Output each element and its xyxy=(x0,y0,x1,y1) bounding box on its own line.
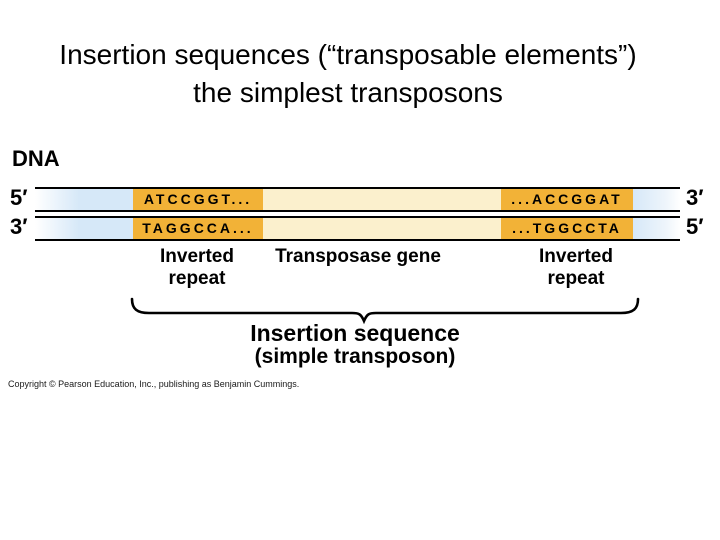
slide-title: Insertion sequences (“transposable eleme… xyxy=(0,36,696,112)
left-inverted-repeat-label: Inverted repeat xyxy=(133,246,261,290)
right-inverted-repeat-label-line1: Inverted xyxy=(539,246,613,267)
bottom-strand-right-inverted-repeat: ...TGGCCTA xyxy=(501,218,633,239)
top-strand-right-repeat-sequence: ...ACCGGAT xyxy=(511,191,623,207)
top-strand-transposase-gene-region xyxy=(263,189,501,210)
right-inverted-repeat-label-line2: repeat xyxy=(547,268,605,289)
copyright-notice: Copyright © Pearson Education, Inc., pub… xyxy=(8,379,300,389)
bottom-strand-left-inverted-repeat: TAGGCCA... xyxy=(133,218,263,239)
insertion-sequence-caption-line2: (simple transposon) xyxy=(254,345,456,368)
top-strand-flanking-dna-left xyxy=(35,189,133,210)
slide-title-line1: Insertion sequences (“transposable eleme… xyxy=(59,39,637,70)
bottom-strand-right-end-label: 5′ xyxy=(686,214,704,239)
bottom-strand-transposase-gene-region xyxy=(263,218,501,239)
top-strand-left-inverted-repeat: ATCCGGT... xyxy=(133,189,263,210)
top-strand-flanking-dna-right xyxy=(633,189,680,210)
underbrace-icon xyxy=(130,297,640,325)
right-inverted-repeat-label: Inverted repeat xyxy=(512,246,640,290)
bottom-strand-left-end-label: 3′ xyxy=(10,214,28,239)
left-inverted-repeat-label-line2: repeat xyxy=(168,268,226,289)
bottom-strand-flanking-dna-right xyxy=(633,218,680,239)
top-strand-right-end-label: 3′ xyxy=(686,185,704,210)
top-strand-right-inverted-repeat: ...ACCGGAT xyxy=(501,189,633,210)
transposase-gene-label: Transposase gene xyxy=(275,246,441,267)
bottom-strand-left-repeat-sequence: TAGGCCA... xyxy=(142,220,254,236)
bottom-dna-strand: TAGGCCA... ...TGGCCTA xyxy=(35,216,680,241)
top-dna-strand: ATCCGGT... ...ACCGGAT xyxy=(35,187,680,212)
bottom-strand-right-repeat-sequence: ...TGGCCTA xyxy=(512,220,622,236)
slide-title-line2: the simplest transposons xyxy=(193,77,503,108)
top-strand-left-end-label: 5′ xyxy=(10,185,28,210)
left-inverted-repeat-label-line1: Inverted xyxy=(160,246,234,267)
insertion-sequence-caption-line1: Insertion sequence xyxy=(250,320,460,346)
top-strand-left-repeat-sequence: ATCCGGT... xyxy=(143,191,253,207)
dna-label: DNA xyxy=(12,146,60,171)
bottom-strand-flanking-dna-left xyxy=(35,218,133,239)
